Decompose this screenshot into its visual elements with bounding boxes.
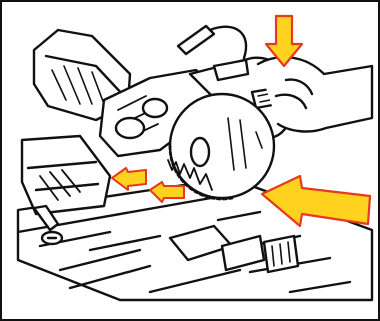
saw-blade bbox=[170, 94, 274, 198]
